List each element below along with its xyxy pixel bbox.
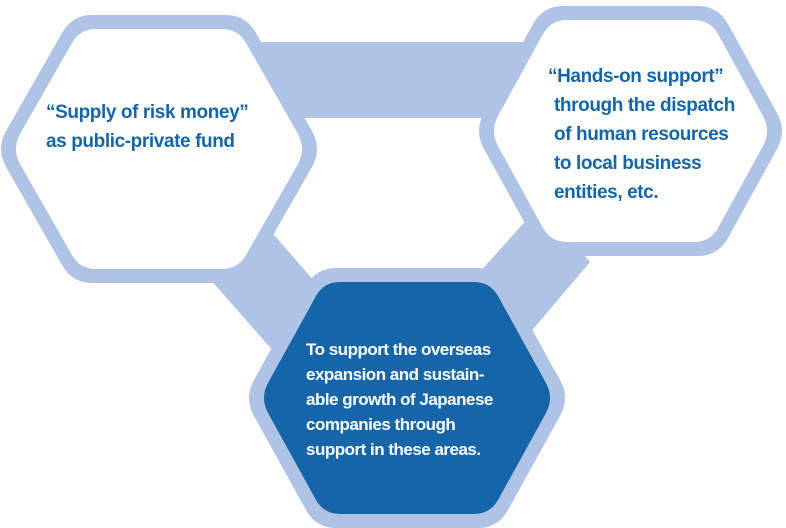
node-bottom-line: support in these areas. [306, 440, 481, 459]
node-left-line: “Supply of risk money” [46, 102, 249, 123]
node-right-line: entities, etc. [554, 182, 659, 203]
node-left-line: as public-private fund [46, 131, 235, 152]
node-bottom-text: To support the overseas expansion and su… [306, 337, 493, 462]
node-right-text: “Hands-on support” through the dispatch … [548, 62, 735, 207]
node-bottom-line: companies through [306, 415, 456, 434]
node-bottom-line: able growth of Japanese [306, 390, 493, 409]
hexagon-left-inner [16, 29, 302, 269]
node-right-line: to local business [554, 153, 702, 174]
node-right-line: of human resources [554, 124, 729, 145]
hexagon-right-inner [494, 20, 767, 242]
node-right-line: through the dispatch [554, 95, 735, 116]
node-right-line: “Hands-on support” [548, 66, 724, 87]
node-left-text: “Supply of risk money” as public-private… [46, 98, 249, 156]
node-bottom-line: To support the overseas [306, 340, 491, 359]
node-bottom-line: expansion and sustain- [306, 365, 484, 384]
hexagon-bottom-inner [264, 282, 550, 514]
connector-top [235, 42, 560, 118]
